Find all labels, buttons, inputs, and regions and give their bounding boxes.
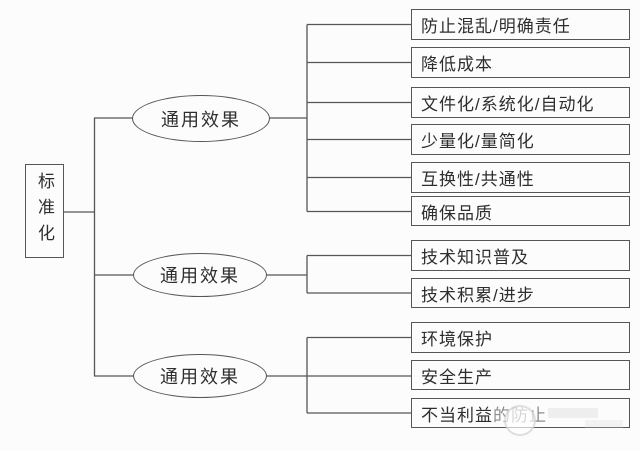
root-node: 标准化 — [25, 164, 64, 258]
branch-node-general-effect-2: 通用效果 — [133, 253, 267, 297]
branch-node-general-effect-3: 通用效果 — [133, 354, 267, 398]
leaf-box-technical-knowledge: 技术知识普及 — [411, 240, 630, 271]
leaf-box-documentation-systematization: 文件化/系统化/自动化 — [411, 87, 630, 118]
root-node-label: 标准化 — [35, 172, 54, 250]
leaf-box-reduce-cost: 降低成本 — [411, 47, 630, 78]
leaf-box-minimization: 少量化/量简化 — [411, 124, 630, 155]
leaf-box-technology-accumulation: 技术积累/进步 — [411, 278, 630, 308]
leaf-box-environmental-protection: 环境保护 — [411, 322, 630, 353]
leaf-box-improper-benefit-prevention: 不当利益的防止 — [411, 398, 630, 428]
leaf-box-safe-production: 安全生产 — [411, 360, 630, 390]
leaf-box-ensure-quality: 确保品质 — [411, 196, 630, 226]
leaf-box-prevent-confusion: 防止混乱/明确责任 — [411, 9, 630, 40]
leaf-box-interchangeability: 互换性/共通性 — [411, 162, 630, 193]
branch-node-general-effect-1: 通用效果 — [132, 95, 270, 142]
